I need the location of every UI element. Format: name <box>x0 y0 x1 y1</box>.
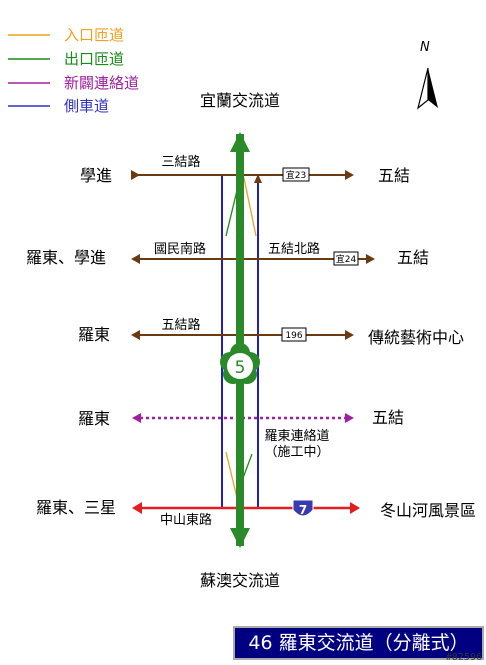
north-terminus-label: 宜蘭交流道 <box>200 91 280 110</box>
arrow-right-icon <box>345 330 354 340</box>
arrow-right-icon <box>366 254 375 264</box>
crossroad-3-route: 196 <box>285 331 302 341</box>
crossroad-4-right-dest: 五結 <box>372 408 404 427</box>
north-arrow-icon: N <box>416 40 438 110</box>
route-shield-icon <box>281 327 307 342</box>
crossroad-5-name: 中山東路 <box>160 512 212 528</box>
crossroad-3-name: 五結路 <box>161 317 200 333</box>
crossroad-3-left-dest: 羅東 <box>78 325 110 344</box>
crossroad-1-name: 三結路 <box>161 154 200 170</box>
page-title: 46 羅東交流道（分離式） <box>233 626 484 660</box>
provincial-highway-shield-icon: 7 <box>292 499 314 517</box>
legend: 入口匝道 出口匝道 新闢連絡道 側車道 <box>8 26 139 115</box>
compass-letter: N <box>420 40 430 55</box>
legend-label-new-link: 新闢連絡道 <box>64 74 139 92</box>
crossroad-4-left-dest: 羅東 <box>78 409 110 428</box>
entrance-ramp <box>243 177 257 237</box>
legend-label-exit: 出口匝道 <box>64 50 124 68</box>
crossroad-1-route: 宜23 <box>286 169 306 181</box>
legend-label-entrance: 入口匝道 <box>64 26 124 44</box>
arrow-left-icon <box>132 413 141 423</box>
south-terminus-label: 蘇澳交流道 <box>200 571 280 590</box>
crossroad-2-route: 宜24 <box>336 253 357 265</box>
image-id-tag: #82596 <box>445 652 482 663</box>
crossroad-2-name-right: 五結北路 <box>268 241 320 257</box>
link-road-note-1: 羅東連絡道 <box>264 428 329 444</box>
crossroad-5-right-dest: 冬山河風景區 <box>380 501 476 520</box>
legend-label-frontage: 側車道 <box>64 97 109 115</box>
freeway-shield-icon: 5 <box>220 343 260 384</box>
arrow-right-icon <box>345 413 354 423</box>
crossroad-2-right-dest: 五結 <box>397 248 429 267</box>
crossroad-5-route: 7 <box>299 503 307 517</box>
crossroad-3-right-dest: 傳統藝術中心 <box>368 328 464 347</box>
crossroad-5-left-dest: 羅東、三星 <box>36 498 116 517</box>
arrow-right-icon <box>345 170 354 180</box>
arrow-left-icon <box>131 254 140 264</box>
arrow-left-icon <box>131 170 140 180</box>
arrow-right-icon <box>350 502 360 514</box>
route-shield-icon <box>333 251 359 266</box>
crossroad-2-left-dest: 羅東、學進 <box>26 248 106 267</box>
arrow-left-icon <box>131 330 140 340</box>
crossroad-1-left-dest: 學進 <box>80 166 112 185</box>
crossroad-2-name: 國民南路 <box>154 241 206 257</box>
link-road-note-2: （施工中） <box>264 445 329 460</box>
arrow-left-icon <box>132 502 142 514</box>
crossroad-1-right-dest: 五結 <box>378 166 410 185</box>
freeway-shield-number: 5 <box>235 358 246 378</box>
route-shield-icon <box>282 167 310 182</box>
